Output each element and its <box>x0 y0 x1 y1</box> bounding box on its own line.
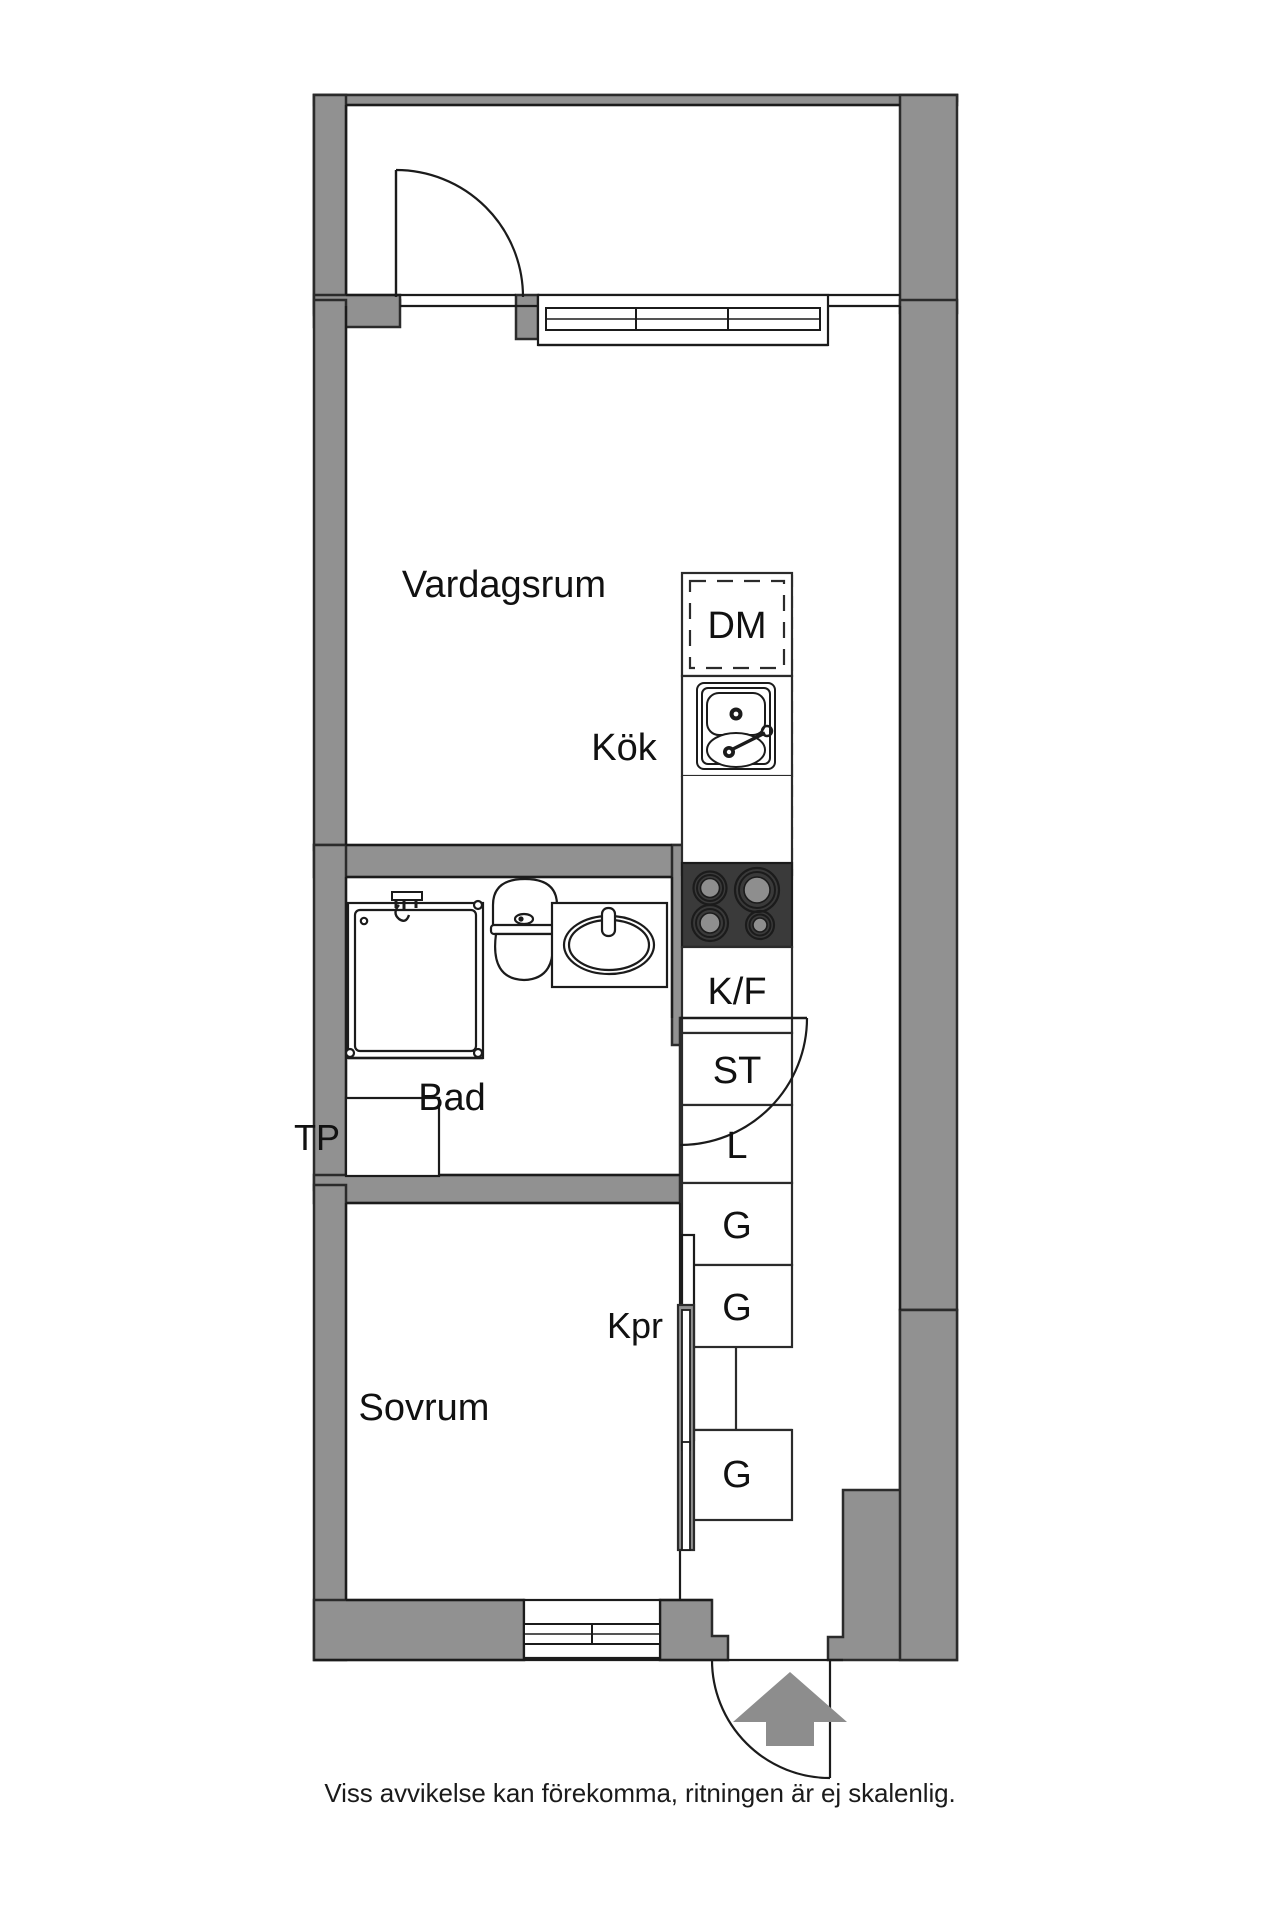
shower-icon <box>344 891 485 1060</box>
bedroom-sliding-door <box>676 1233 696 1552</box>
wall-hall-pillar <box>514 293 540 341</box>
wall-bath-bottom <box>312 1173 706 1205</box>
dishwasher-unit <box>680 571 794 678</box>
fixture-label-tp: TP <box>294 1117 340 1158</box>
wall-right-outer-upper <box>898 298 959 1312</box>
washbasin-icon <box>550 901 669 989</box>
hall-entry-door <box>394 168 525 298</box>
wall-bedroom-left <box>312 1183 348 1662</box>
sink-icon <box>696 682 776 770</box>
toilet-icon <box>489 877 561 982</box>
wall-right-outer-lower <box>898 1308 959 1662</box>
fixture-label-st: ST <box>713 1050 762 1092</box>
room-label-bad: Bad <box>418 1077 486 1119</box>
fixture-label-g1: G <box>722 1205 752 1247</box>
fixture-labels-layer: TP DM K/F ST L G G G <box>294 605 767 1496</box>
wall-top-band <box>312 93 959 107</box>
entrance-direction-arrow <box>733 1672 847 1746</box>
fixture-label-kf: K/F <box>707 971 766 1013</box>
room-label-vardagsrum: Vardagsrum <box>402 564 606 606</box>
fixture-label-g2: G <box>722 1287 752 1329</box>
wardrobe-unit-3 <box>680 1428 794 1522</box>
wall-hall-top <box>312 93 959 308</box>
disclaimer-caption: Viss avvikelse kan förekomma, ritningen … <box>324 1778 956 1808</box>
room-labels-layer: Vardagsrum Kök Bad Sovrum Kpr <box>359 564 663 1429</box>
wardrobe-unit-2 <box>680 1263 794 1349</box>
wall-living-bath <box>312 843 706 879</box>
fixture-label-dm: DM <box>707 605 766 647</box>
room-label-kpr: Kpr <box>607 1305 663 1346</box>
washer-column-unit <box>344 1096 441 1178</box>
wall-bedroom-bottom-right <box>658 1598 730 1662</box>
wall-left-hall <box>312 93 348 317</box>
fixture-label-g3: G <box>722 1454 752 1496</box>
cleaning-cabinet-unit <box>680 1031 794 1107</box>
wall-hall-right <box>898 93 959 315</box>
living-room-window <box>536 293 830 347</box>
bathroom-fixtures <box>344 877 809 1178</box>
stove-burners-icon <box>690 866 781 943</box>
dishwasher-dashed-inner <box>688 579 786 670</box>
bedroom-window <box>522 1598 662 1660</box>
fixture-label-l: L <box>726 1125 747 1167</box>
linen-cabinet-unit <box>680 1103 794 1185</box>
wall-bedroom-bottom-left <box>312 1598 526 1662</box>
kitchen-units <box>680 571 794 1522</box>
room-label-kok: Kök <box>591 727 657 769</box>
bathroom-door <box>679 1016 809 1147</box>
wall-living-left <box>312 298 348 852</box>
room-label-sovrum: Sovrum <box>359 1387 490 1429</box>
